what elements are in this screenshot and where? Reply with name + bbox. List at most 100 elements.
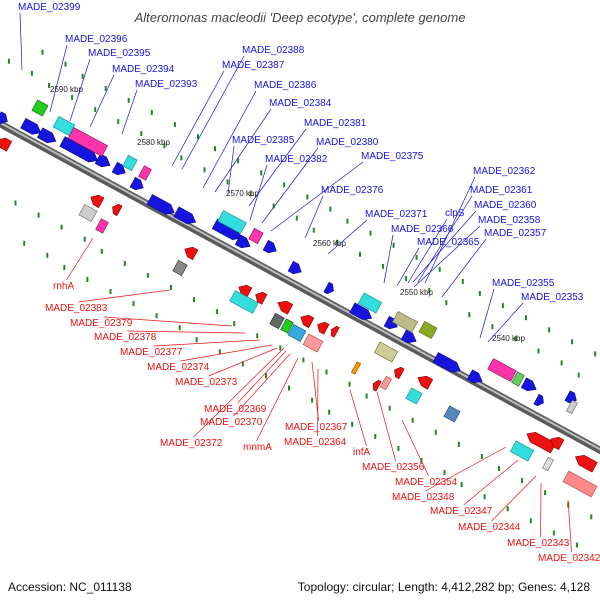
reverse-gene-label: MADE_02369: [204, 404, 267, 415]
gene-leader-line: [401, 419, 429, 477]
forward-gene-label: MADE_02358: [478, 215, 541, 226]
coordinate-tick-mark: [445, 300, 448, 306]
coordinate-tick-mark: [14, 200, 17, 206]
ruler-kbp-label: 2550 kbp: [400, 288, 433, 297]
coordinate-tick-mark: [195, 337, 198, 343]
forward-gene-arrow: [466, 369, 483, 384]
reverse-gene-arrow: [0, 137, 13, 152]
coordinate-tick-mark: [64, 61, 67, 67]
forward-gene-arrow: [146, 194, 175, 215]
sequence-backbone-highlight: [0, 121, 600, 451]
coordinate-tick-mark: [71, 94, 74, 100]
coordinate-tick-mark: [86, 277, 89, 282]
forward-gene-label: MADE_02396: [65, 34, 128, 45]
gene-feature-box: [217, 210, 247, 234]
forward-gene-arrow: [37, 127, 57, 144]
forward-gene-arrow: [20, 117, 42, 135]
reverse-gene-label: MADE_02342: [538, 553, 600, 564]
gene-leader-line: [256, 357, 299, 442]
reverse-gene-label: MADE_02377: [120, 347, 183, 358]
forward-gene-label: MADE_02387: [222, 60, 285, 71]
coordinate-tick-mark: [351, 421, 354, 427]
gene-feature-box: [405, 387, 423, 405]
reverse-gene-arrow: [317, 321, 330, 335]
forward-gene-arrow: [520, 377, 537, 392]
coordinate-tick-mark: [374, 433, 377, 439]
coordinate-tick-mark: [272, 203, 275, 209]
coordinate-tick-mark: [173, 122, 176, 128]
coordinate-tick-mark: [594, 351, 597, 357]
gene-leader-line: [412, 210, 477, 283]
coordinate-tick-mark: [109, 289, 112, 294]
ruler-kbp-label: 2540 kbp: [492, 334, 525, 343]
forward-gene-label: MADE_02385: [232, 135, 295, 146]
coordinate-tick-mark: [348, 381, 351, 387]
coordinate-tick-mark: [483, 494, 486, 500]
coordinate-tick-mark: [132, 301, 135, 307]
forward-gene-arrow: [432, 352, 461, 373]
coordinate-tick-mark: [288, 385, 290, 391]
coordinate-tick-mark: [60, 224, 63, 230]
forward-gene-arrow: [533, 393, 544, 407]
gene-leader-line: [304, 195, 324, 239]
forward-gene-label: MADE_02360: [474, 200, 537, 211]
coordinate-tick-mark: [279, 345, 282, 351]
coordinate-tick-mark: [83, 236, 86, 242]
gene-leader-line: [214, 108, 272, 193]
reverse-gene-label: infA: [353, 447, 371, 458]
coordinate-tick-mark: [295, 215, 298, 221]
forward-gene-arrow: [129, 176, 144, 191]
coordinate-tick-mark: [529, 518, 532, 524]
coordinate-tick-mark: [434, 429, 437, 435]
forward-gene-label: MADE_02388: [242, 45, 305, 56]
coordinate-tick-mark: [498, 466, 500, 471]
coordinate-tick-mark: [265, 373, 267, 379]
gene-leader-line: [237, 350, 287, 404]
gene-feature-box: [373, 341, 399, 363]
reverse-gene-label: MADE_02367: [285, 422, 348, 433]
coordinate-tick-mark: [312, 227, 315, 233]
gene-feature-box: [78, 203, 98, 223]
coordinate-tick-mark: [46, 252, 49, 258]
forward-gene-label: MADE_02384: [269, 98, 332, 109]
coordinate-tick-mark: [170, 285, 172, 290]
ruler-kbp-label: 2560 kbp: [313, 239, 346, 248]
coordinate-tick-mark: [233, 321, 236, 327]
reverse-gene-label: MADE_02348: [392, 492, 455, 503]
coordinate-tick-mark: [193, 297, 195, 303]
coordinate-tick-mark: [256, 333, 259, 339]
forward-gene-arrow: [111, 161, 126, 176]
coordinate-tick-mark: [575, 542, 578, 548]
reverse-gene-arrow: [394, 366, 405, 380]
forward-gene-arrow: [94, 153, 111, 168]
coordinate-tick-mark: [23, 240, 26, 246]
forward-gene-arrow: [323, 281, 334, 295]
forward-gene-label: MADE_02395: [88, 48, 151, 59]
forward-gene-label: MADE_02394: [112, 64, 175, 75]
gene-feature-box: [68, 127, 108, 157]
reverse-gene-arrow: [574, 454, 598, 473]
gene-leader-line: [66, 237, 94, 281]
gene-feature-box: [122, 154, 138, 172]
reverse-gene-arrow: [112, 203, 123, 217]
reverse-gene-label: MADE_02356: [362, 462, 425, 473]
gene-leader-line: [19, 12, 23, 71]
coordinate-tick-mark: [325, 369, 328, 375]
reverse-gene-label: MADE_02344: [458, 522, 521, 533]
coordinate-tick-mark: [480, 454, 483, 459]
gene-leader-line: [425, 446, 507, 492]
gene-leader-line: [349, 389, 367, 447]
gene-leader-line: [441, 238, 487, 298]
gene-leader-line: [491, 475, 537, 522]
gene-feature-box: [392, 311, 418, 333]
gene-feature-box: [443, 405, 461, 423]
coordinate-tick-mark: [443, 470, 446, 476]
coordinate-tick-mark: [525, 315, 527, 321]
coordinate-tick-mark: [37, 212, 40, 218]
coordinate-tick-mark: [438, 266, 441, 272]
coordinate-tick-mark: [214, 146, 216, 152]
forward-gene-label: MADE_02376: [321, 185, 384, 196]
coordinate-tick-mark: [146, 272, 149, 278]
gene-feature-box: [269, 312, 285, 330]
gene-leader-line: [153, 339, 261, 347]
